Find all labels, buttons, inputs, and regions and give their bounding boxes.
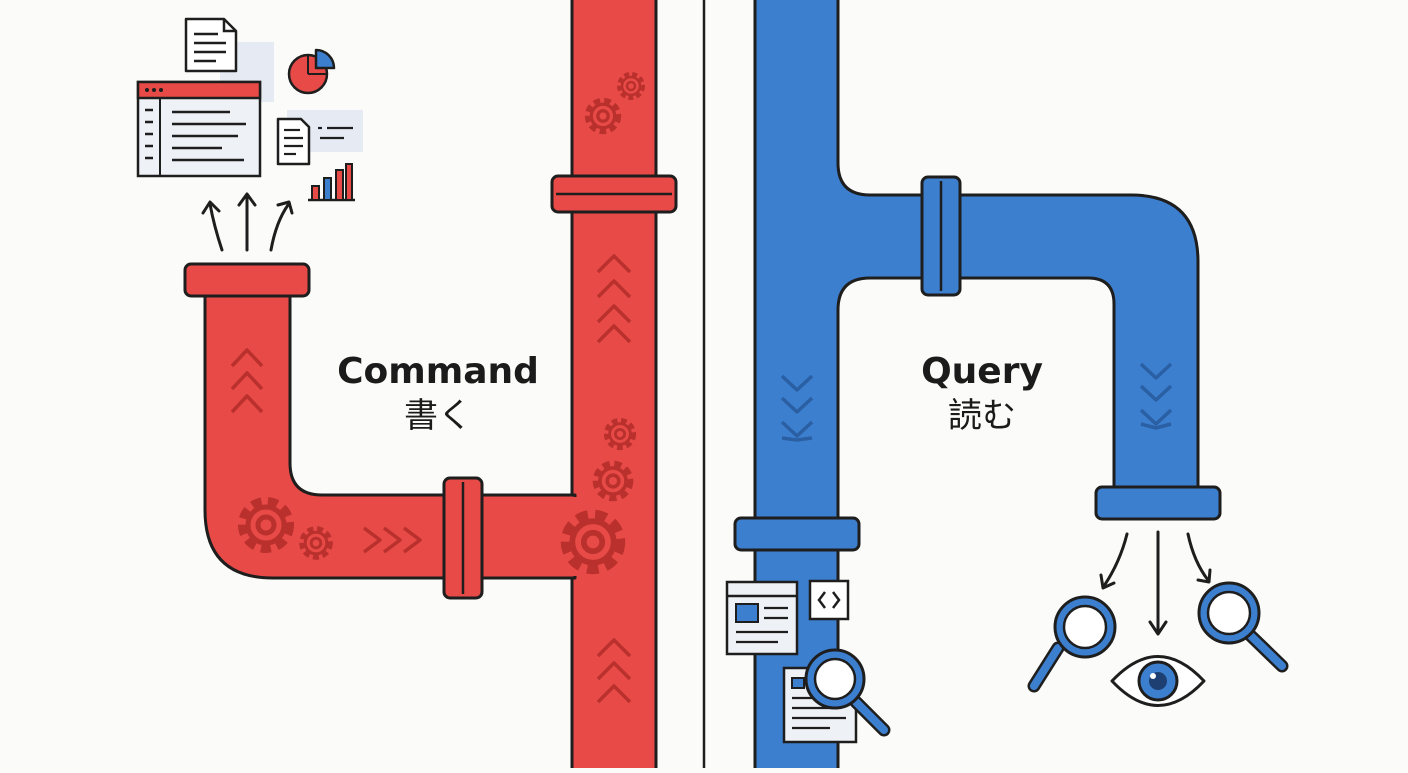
browser-window-icon: [136, 80, 262, 178]
query-pipe-flange: [733, 516, 861, 552]
document-search-icon: [782, 648, 891, 744]
bar-chart-icon: [308, 163, 355, 202]
query-subtitle: 読む: [948, 396, 1016, 436]
command-output-icons: [136, 17, 363, 202]
query-flow-chevron-icon: [780, 374, 814, 442]
command-flow-chevron-icon: [596, 638, 632, 704]
magnifier-icon: [1197, 581, 1289, 673]
browser-window-icon: [725, 580, 799, 656]
note-icon: [276, 117, 353, 166]
command-pipe: [183, 0, 678, 773]
query-flow-chevron-icon: [1139, 362, 1173, 430]
query-title: Query: [921, 351, 1043, 392]
command-flow-chevron-icon: [596, 254, 632, 344]
command-subtitle: 書く: [404, 396, 472, 436]
query-input-icons: [725, 579, 891, 744]
code-icon: [808, 579, 850, 621]
arrow-up-icon: [201, 192, 294, 252]
query-outlet-flange: [1094, 485, 1222, 521]
query-label: Query 読む: [882, 350, 1082, 438]
command-outlet-flange: [183, 262, 311, 298]
pie-chart-icon: [287, 48, 336, 95]
command-label: Command 書く: [318, 350, 558, 438]
command-flow-chevron-icon: [230, 348, 264, 414]
query-output-icons: [1027, 581, 1289, 707]
arrow-down-icon: [1099, 530, 1212, 636]
document-icon: [184, 17, 238, 73]
command-title: Command: [337, 351, 539, 392]
magnifier-icon: [1027, 595, 1117, 693]
command-flow-chevron-icon: [362, 526, 422, 554]
eye-icon: [1110, 655, 1206, 707]
